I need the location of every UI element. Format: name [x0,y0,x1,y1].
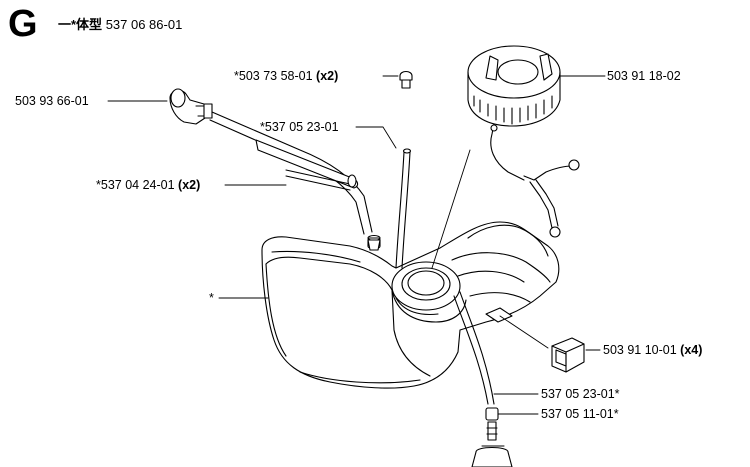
hose-upper-drawing [395,148,412,269]
fuel-cap-drawing [467,45,580,238]
callout-cap: 503 91 18-02 [607,69,681,84]
callout-hose-lower: 537 05 23-01* [541,387,620,402]
grommet-drawing [169,88,213,125]
callout-hose-short: *537 04 24-01 (x2) [96,178,200,193]
callout-part-number: *537 05 23-01 [260,120,339,134]
callout-damper: 503 91 10-01 (x4) [603,343,702,358]
group-title: 一*体型 537 06 86-01 [58,14,182,33]
callout-grommet: 503 93 66-01 [15,94,89,109]
group-number: 537 06 86-01 [105,17,183,32]
callout-part-number: 537 05 11-01* [541,407,619,421]
callout-part-number: * [209,291,214,305]
callout-tank: * [209,291,214,306]
group-name: 一*体型 [58,17,103,32]
callout-part-number: 503 91 18-02 [607,69,681,83]
callout-part-number: 537 05 23-01* [541,387,620,401]
fuel-tank-drawing [261,221,560,389]
callout-vent-valve: *503 73 58-01 (x2) [234,69,338,84]
callout-hose-upper: *537 05 23-01 [260,120,339,135]
callout-part-number: 503 93 66-01 [15,94,89,108]
callout-part-number: 503 91 10-01 [603,343,677,357]
fuel-filter-drawing [471,407,513,467]
callout-quantity: (x2) [316,69,339,83]
callout-quantity: (x2) [178,178,201,192]
hose-lower-drawing [453,291,495,405]
hose-short-drawing [209,111,373,235]
callout-quantity: (x4) [680,343,703,357]
callout-filter: 537 05 11-01* [541,407,619,422]
callout-part-number: *537 04 24-01 [96,178,175,192]
leader-lines [107,75,606,415]
damper-drawing [551,337,585,373]
vent-valve-drawing [399,70,413,89]
callout-part-number: *503 73 58-01 [234,69,313,83]
section-letter: G [8,3,38,45]
tank-grommet-drawing [367,239,381,251]
